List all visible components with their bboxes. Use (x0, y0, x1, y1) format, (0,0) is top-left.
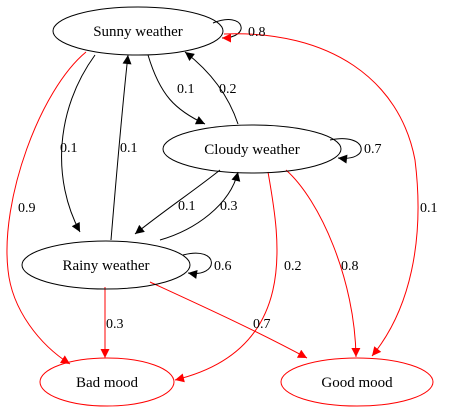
edge-label-sunny-sunny: 0.8 (248, 25, 266, 40)
node-label-rainy: Rainy weather (62, 258, 149, 274)
edge-cloudy-rainy (134, 169, 221, 235)
edge-label-cloudy-good: 0.8 (341, 259, 359, 274)
edge-sunny-sunny (212, 19, 242, 43)
edge-label-cloudy-rainy: 0.1 (178, 199, 196, 214)
node-sunny-weather: Sunny weather (52, 6, 224, 56)
edge-label-sunny-rainy: 0.1 (60, 141, 78, 156)
edge-cloudy-cloudy (329, 138, 362, 164)
edge-label-rainy-bad: 0.3 (106, 317, 124, 332)
node-good-mood: Good mood (280, 357, 434, 407)
edge-label-sunny-bad: 0.9 (18, 201, 36, 216)
edge-label-sunny-good: 0.1 (420, 201, 438, 216)
node-label-bad: Bad mood (76, 375, 139, 391)
edge-rainy-good (149, 281, 308, 359)
node-label-good: Good mood (321, 375, 393, 391)
edge-cloudy-bad (174, 171, 278, 383)
edge-label-cloudy-cloudy: 0.7 (364, 142, 382, 157)
node-cloudy-weather: Cloudy weather (162, 124, 342, 174)
edge-rainy-sunny (110, 54, 132, 241)
edge-cloudy-good (285, 169, 361, 358)
edge-sunny-bad (6, 51, 87, 365)
edge-sunny-cloudy (147, 54, 206, 125)
edge-label-rainy-cloudy: 0.3 (220, 199, 238, 214)
edge-label-cloudy-bad: 0.2 (284, 259, 302, 274)
edge-label-cloudy-sunny: 0.2 (219, 82, 237, 97)
node-label-sunny: Sunny weather (93, 24, 183, 40)
edge-label-rainy-sunny: 0.1 (120, 141, 138, 156)
edge-label-rainy-good: 0.7 (253, 317, 271, 332)
edge-label-sunny-cloudy: 0.1 (177, 82, 195, 97)
node-rainy-weather: Rainy weather (21, 240, 191, 290)
edge-cloudy-sunny (184, 51, 239, 125)
edge-sunny-good (223, 33, 419, 357)
edge-sunny-rainy (61, 54, 96, 233)
edge-label-rainy-rainy: 0.6 (214, 259, 232, 274)
node-bad-mood: Bad mood (39, 357, 175, 407)
edge-rainy-rainy (182, 252, 212, 279)
node-label-cloudy: Cloudy weather (204, 142, 299, 158)
edge-rainy-cloudy (159, 171, 241, 241)
